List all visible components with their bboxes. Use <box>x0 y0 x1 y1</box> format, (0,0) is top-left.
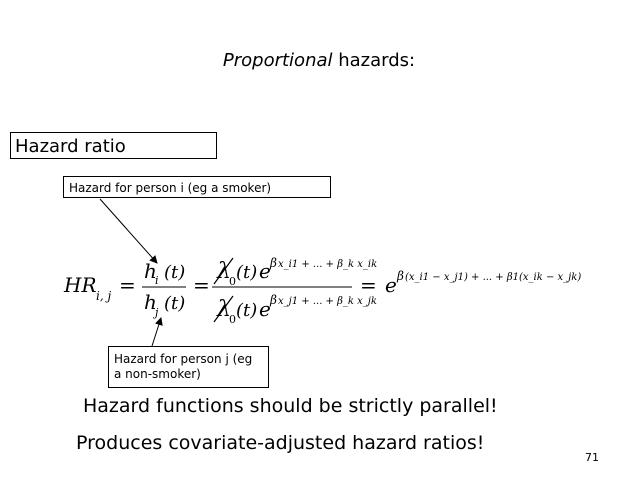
callout-person-j: Hazard for person j (eg a non-smoker) <box>108 346 269 388</box>
slide-title: Proportional hazards: <box>0 50 638 71</box>
arrow-i <box>99 198 158 264</box>
equals-1: = <box>119 273 136 297</box>
num-h: h <box>144 259 157 283</box>
den-h: h <box>144 290 157 314</box>
den-lambda-sub: 0 <box>229 313 236 326</box>
num-lambda-sub: 0 <box>229 275 236 288</box>
equals-3: = <box>360 273 377 297</box>
strike-num <box>213 257 234 285</box>
num-sub: i <box>155 274 159 287</box>
arrow-j <box>151 317 163 347</box>
equals-2: = <box>193 273 210 297</box>
num-lambda: λ <box>216 259 231 284</box>
hazard-ratio-box: Hazard ratio <box>10 132 217 159</box>
den-exponent: x_j1 + ... + β_k x_jk <box>278 296 377 307</box>
title-italic: Proportional <box>222 50 333 71</box>
callout-j-line1: Hazard for person j (eg <box>114 352 253 366</box>
callout-j-line2: a non-smoker) <box>114 367 201 381</box>
num-lambda-t: (t) <box>236 262 257 283</box>
statement-parallel: Hazard functions should be strictly para… <box>83 395 498 417</box>
den-lambda-t: (t) <box>236 300 257 321</box>
lhs-hr: HR <box>63 273 97 297</box>
den-t: (t) <box>164 293 185 314</box>
page-number: 71 <box>585 451 599 464</box>
num-exponent: x_i1 + ... + β_k x_ik <box>278 259 377 270</box>
num-t: (t) <box>164 262 185 283</box>
result-e: e <box>385 273 397 297</box>
result-beta: β <box>396 269 404 283</box>
strike-den <box>213 295 234 323</box>
lhs-sub: i, j <box>96 289 111 303</box>
callout-person-i: Hazard for person i (eg a smoker) <box>63 176 331 198</box>
num-e: e <box>259 259 271 283</box>
den-e: e <box>259 297 271 321</box>
result-exponent: (x_i1 − x_j1) + ... + β1(x_ik − x_jk) <box>405 272 581 283</box>
num-beta: β <box>269 256 277 270</box>
den-lambda: λ <box>216 297 231 322</box>
statement-covariate: Produces covariate-adjusted hazard ratio… <box>76 432 485 454</box>
den-sub: j <box>152 306 159 319</box>
den-beta: β <box>269 293 277 307</box>
title-rest: hazards: <box>332 50 416 71</box>
